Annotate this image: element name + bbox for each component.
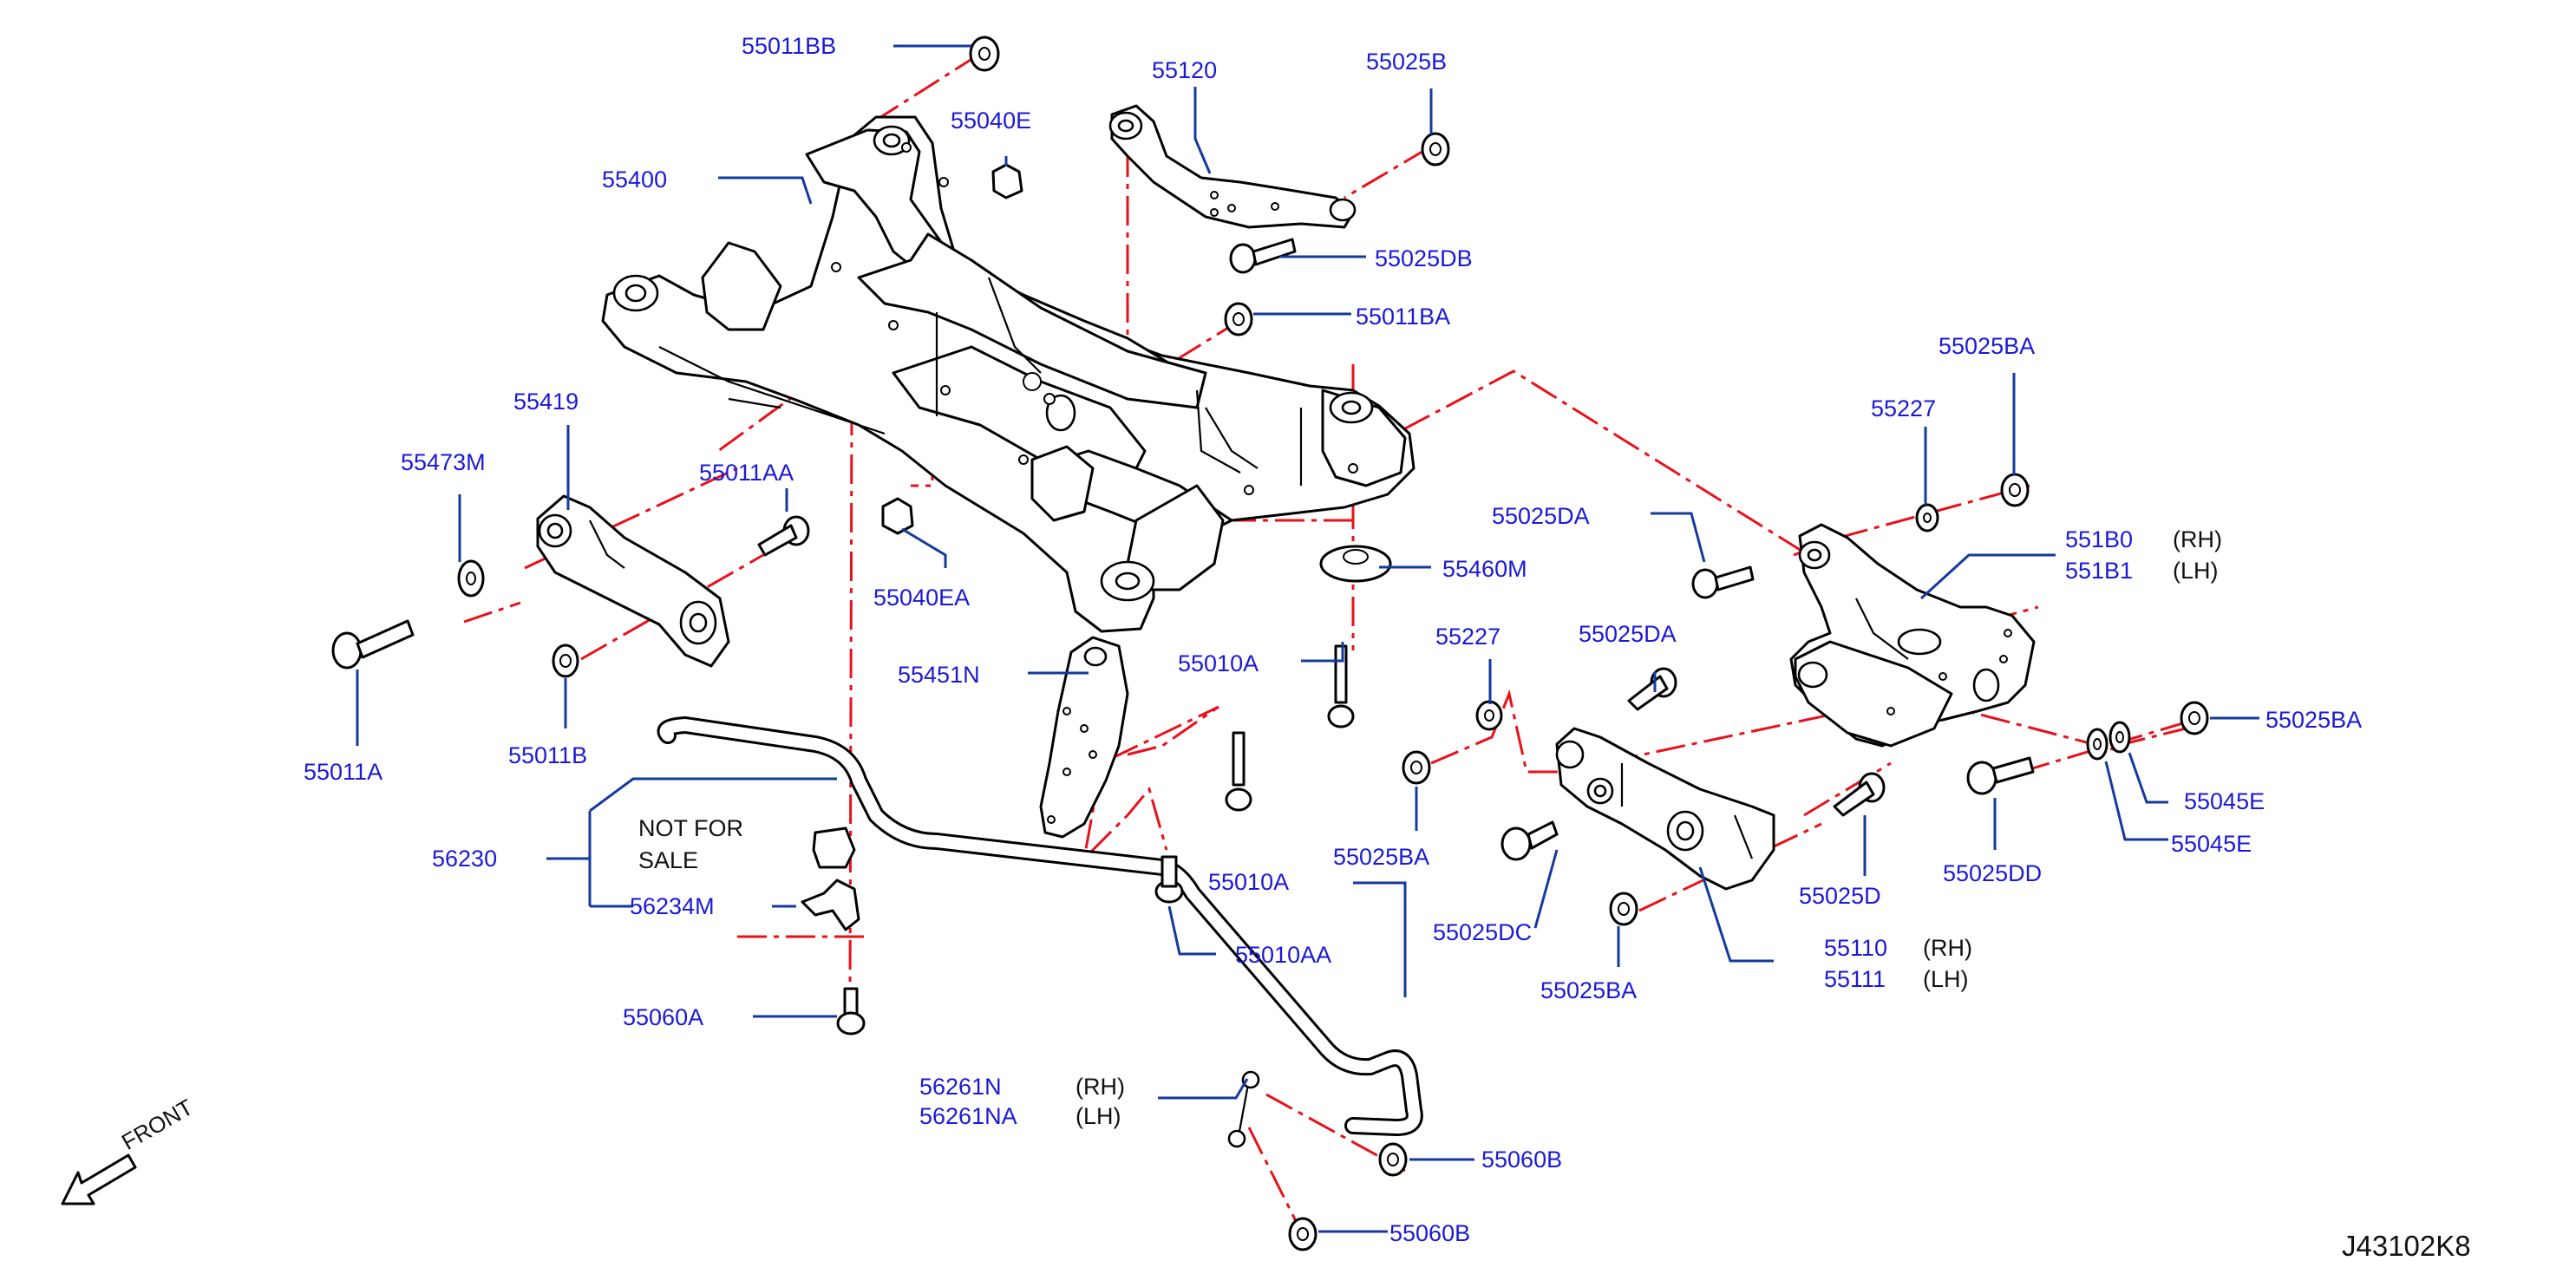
- note-sale: SALE: [638, 847, 699, 873]
- mount-55460M: [1319, 545, 1392, 583]
- callout-56261NA: 56261NA: [919, 1103, 1017, 1129]
- side-rh-56261N: (RH): [1076, 1074, 1125, 1100]
- callout-55025DD: 55025DD: [1943, 860, 2043, 886]
- nut-55060B-a: [1378, 1142, 1408, 1177]
- callout-55025BA-4: 55025BA: [1540, 977, 1638, 1003]
- callout-55025B: 55025B: [1366, 49, 1448, 75]
- bolt-55025DC: [1500, 820, 1559, 861]
- drawing-code: J43102K8: [2342, 1230, 2471, 1262]
- callout-55040EA: 55040EA: [873, 585, 971, 611]
- washer-55227-a: [1915, 503, 1939, 532]
- lower-link-55110: [1555, 727, 1775, 891]
- stabilizer-link-56261N: [1227, 1070, 1260, 1148]
- callout-551B1: 551B1: [2065, 558, 2134, 584]
- bolt-55011A: [331, 619, 415, 670]
- knuckle-551B0: [1789, 523, 2036, 748]
- callout-55010A-2: 55010A: [1208, 869, 1290, 895]
- nut-55025B: [1421, 132, 1450, 167]
- bolt-55025DB: [1229, 238, 1297, 274]
- link-55419: [536, 494, 730, 668]
- callout-55060B-1: 55060B: [1481, 1147, 1563, 1173]
- side-rh-55110: (RH): [1923, 935, 1972, 961]
- callout-55011BB: 55011BB: [742, 33, 837, 59]
- washer-55045E-a: [2086, 728, 2109, 761]
- callout-55419: 55419: [513, 389, 579, 415]
- clamp-56234M: [801, 879, 860, 931]
- nut-55040E: [991, 163, 1023, 199]
- callout-55025DC: 55025DC: [1433, 919, 1533, 945]
- stabilizer-bar-56230: [657, 716, 1423, 1136]
- callout-55460M: 55460M: [1442, 556, 1527, 582]
- callout-55010AA: 55010AA: [1235, 942, 1332, 968]
- callout-55011BA: 55011BA: [1356, 304, 1451, 330]
- callout-55025DB: 55025DB: [1375, 245, 1473, 271]
- callout-55045E-1: 55045E: [2184, 788, 2265, 814]
- callout-55025BA-3: 55025BA: [2265, 707, 2363, 733]
- nut-55040EA: [881, 497, 914, 535]
- callout-55011B: 55011B: [508, 742, 588, 768]
- note-not-for: NOT FOR: [638, 815, 743, 841]
- callout-56234M: 56234M: [630, 893, 715, 919]
- side-lh-56261NA: (LH): [1076, 1103, 1121, 1129]
- callout-56261N: 56261N: [919, 1074, 1002, 1100]
- callout-56230: 56230: [432, 846, 498, 872]
- fasteners: [331, 36, 2209, 1251]
- nut-55025BA-a: [2000, 473, 2030, 507]
- callout-55120: 55120: [1152, 57, 1218, 83]
- callout-55110: 55110: [1824, 935, 1888, 961]
- bracket-55451N: [1039, 636, 1129, 839]
- bolt-55010AA: [1154, 855, 1184, 904]
- nut-55025BA-c: [2180, 701, 2209, 735]
- bolt-55010A-a: [1327, 644, 1355, 728]
- callout-55111: 55111: [1824, 966, 1886, 992]
- callout-55045E-2: 55045E: [2171, 831, 2252, 857]
- washer-55473M: [457, 559, 485, 598]
- callout-55060A: 55060A: [623, 1004, 704, 1030]
- callout-55025BA-2: 55025BA: [1333, 844, 1430, 870]
- callout-551B0: 551B0: [2065, 526, 2134, 552]
- nut-55060B-b: [1288, 1217, 1317, 1251]
- leader-lines: [356, 44, 2259, 1233]
- callout-55025D: 55025D: [1799, 883, 1881, 909]
- callout-55227-1: 55227: [1871, 395, 1937, 421]
- washer-55227-b: [1475, 700, 1503, 731]
- nut-55011B: [552, 644, 579, 678]
- nut-55011BA: [1224, 302, 1253, 336]
- front-arrow-icon: [61, 1153, 137, 1205]
- bolt-55060A: [836, 987, 866, 1035]
- nut-55025BA-d: [1609, 892, 1638, 926]
- bushing-not-for-sale: [812, 826, 856, 869]
- bolt-55025DA-a: [1691, 565, 1755, 599]
- callout-55451N: 55451N: [898, 662, 980, 688]
- bolt-55025DD: [1966, 756, 2035, 795]
- bolt-55025DA-b: [1627, 667, 1677, 711]
- washer-55045E-b: [2109, 721, 2131, 754]
- callout-55060B-2: 55060B: [1389, 1220, 1471, 1246]
- front-label: FRONT: [117, 1094, 198, 1155]
- upper-link-55120: [1108, 104, 1357, 229]
- bolt-55010A-b: [1225, 731, 1252, 812]
- nut-55011BB: [969, 36, 1000, 72]
- callout-55011A: 55011A: [304, 759, 383, 785]
- side-lh-551B1: (LH): [2173, 558, 2219, 584]
- nut-55025BA-b: [1402, 750, 1431, 785]
- callout-55025DA-1: 55025DA: [1492, 503, 1590, 529]
- callout-55040E: 55040E: [951, 108, 1032, 134]
- callout-55473M: 55473M: [401, 449, 486, 475]
- front-indicator: FRONT: [52, 1094, 243, 1214]
- bolt-55011AA: [757, 515, 810, 557]
- callout-55400: 55400: [602, 167, 668, 193]
- crossmember-55400: [601, 115, 1415, 633]
- callout-55011AA: 55011AA: [699, 460, 794, 486]
- bolt-55025D: [1833, 772, 1886, 817]
- side-rh-551B0: (RH): [2173, 526, 2222, 552]
- callout-55025DA-2: 55025DA: [1579, 621, 1677, 647]
- callout-55227-2: 55227: [1435, 624, 1501, 650]
- side-lh-55111: (LH): [1923, 966, 1969, 992]
- callout-55025BA-1: 55025BA: [1939, 333, 2036, 359]
- callout-55010A-1: 55010A: [1178, 650, 1259, 676]
